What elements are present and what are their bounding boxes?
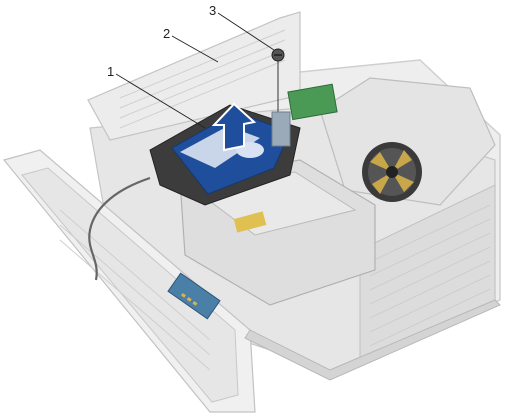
callout-number-1: 1 [107,65,114,78]
callout-number-2: 2 [163,27,170,40]
drive-bracket [272,112,290,146]
callout-number-3: 3 [209,4,216,17]
fan-icon [362,142,422,202]
